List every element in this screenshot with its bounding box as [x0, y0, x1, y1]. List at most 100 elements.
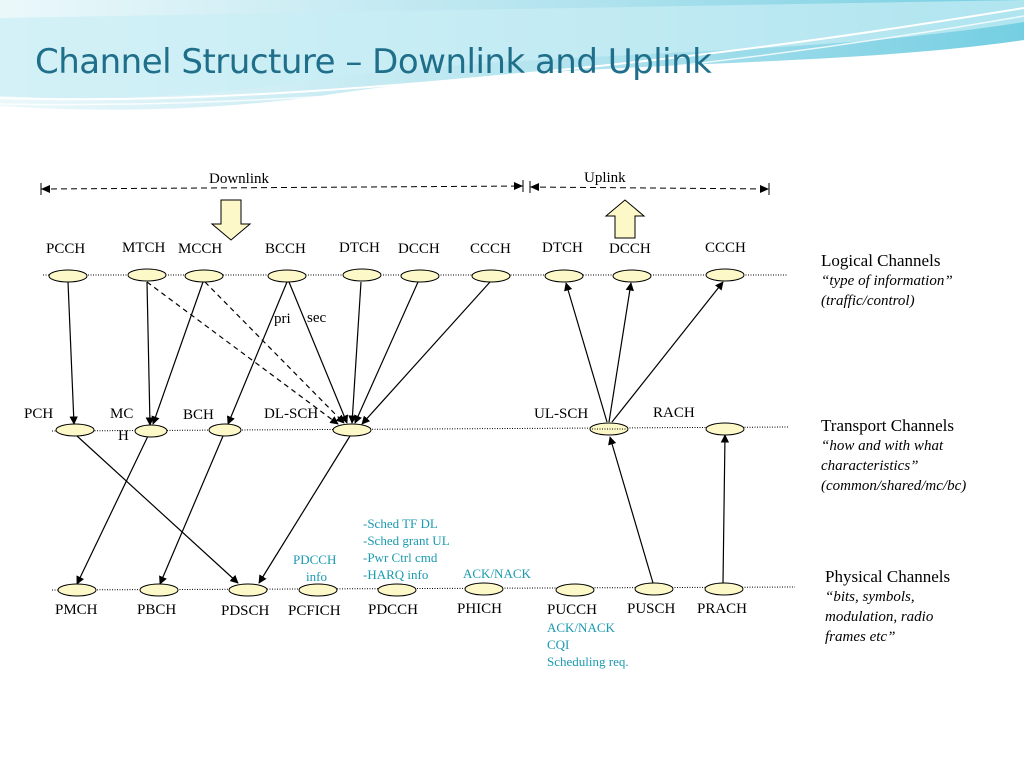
transport-channels-desc-line1: “how and with what: [821, 438, 944, 454]
dlsch-label: DL-SCH: [264, 406, 319, 422]
mch-label-line1: MC: [110, 406, 134, 422]
sched-tf-dl-note: -Sched TF DL: [363, 516, 438, 531]
pdcch-node: [377, 583, 417, 597]
bcch-to-bch-arrow: [227, 281, 288, 425]
pcfich-node: [298, 583, 338, 597]
ulsch-to-dtch-arrow: [564, 282, 608, 423]
pcch-node: [48, 269, 88, 283]
pusch-label: PUSCH: [627, 601, 676, 617]
downlink-label: Downlink: [209, 171, 269, 187]
pusch-node: [634, 582, 674, 596]
dcch-dl-node: [400, 269, 440, 283]
pucch-node: [555, 583, 595, 597]
ulsch-to-ccch-arrow: [611, 281, 724, 423]
transport-channels-description: Transport Channels “how and with what ch…: [821, 415, 966, 496]
bch-node: [208, 423, 242, 437]
mch-to-pmch-arrow: [76, 435, 149, 585]
mch-node: [134, 424, 168, 438]
dcch-dl-label: DCCH: [398, 241, 440, 257]
transport-layer-line: [51, 426, 790, 432]
ulsch-to-dcch-arrow: [608, 282, 634, 423]
dlsch-to-pdsch-arrow: [258, 435, 351, 584]
physical-channels-desc-line3: frames etc”: [825, 629, 896, 645]
physical-channels-desc-line1: “bits, symbols,: [825, 589, 915, 605]
mtch-node: [127, 268, 167, 282]
pdcch-info-label-line1: PDCCH: [293, 552, 337, 567]
pdsch-node: [228, 583, 268, 597]
pcch-to-pch-arrow: [67, 281, 78, 425]
sec-label: sec: [307, 310, 327, 326]
logical-channels-description: Logical Channels “type of information” (…: [821, 250, 953, 311]
mcch-node: [184, 269, 224, 283]
transport-channels-desc-line3: (common/shared/mc/bc): [821, 478, 967, 494]
pbch-label: PBCH: [137, 602, 177, 618]
bcch-label: BCCH: [265, 241, 306, 257]
physical-channels-desc-line2: modulation, radio: [825, 609, 934, 625]
mtch-to-dlsch-dashed-arrow: [146, 281, 339, 425]
dcch-to-dlsch-arrow: [354, 281, 419, 424]
ccch-dl-label: CCCH: [470, 241, 511, 257]
phich-node: [464, 582, 504, 596]
rach-label: RACH: [653, 405, 695, 421]
harq-info-note: -HARQ info: [363, 567, 429, 582]
ccch-to-dlsch-arrow: [361, 281, 491, 425]
dcch-ul-label: DCCH: [609, 241, 651, 257]
sched-grant-ul-note: -Sched grant UL: [363, 533, 450, 548]
mcch-label: MCCH: [178, 241, 223, 257]
pucch-ack-note: ACK/NACK: [547, 620, 615, 635]
pucch-sched-note: Scheduling req.: [547, 654, 629, 669]
bch-to-pbch-arrow: [159, 435, 224, 585]
pri-label: pri: [274, 311, 291, 327]
physical-channels-description: Physical Channels “bits, symbols, modula…: [825, 566, 950, 647]
logical-channels-desc-line2: (traffic/control): [821, 293, 915, 309]
pmch-node: [57, 583, 97, 597]
ccch-ul-node: [705, 268, 745, 282]
ccch-ul-label: CCCH: [705, 240, 746, 256]
logical-channels-desc-line1: “type of information”: [821, 273, 953, 289]
prach-to-rach-arrow: [720, 434, 730, 584]
pusch-to-ulsch-arrow: [608, 436, 654, 584]
phich-label: PHICH: [457, 601, 503, 617]
logical-channels-title: Logical Channels: [821, 251, 941, 270]
pwr-ctrl-note: -Pwr Ctrl cmd: [363, 550, 438, 565]
ulsch-label: UL-SCH: [534, 406, 589, 422]
dtch-ul-label: DTCH: [542, 240, 583, 256]
pdsch-label: PDSCH: [221, 603, 270, 619]
pch-node: [55, 423, 95, 437]
pch-to-pdsch-arrow: [76, 435, 239, 584]
bcch-node: [267, 269, 307, 283]
downlink-direction-arrow: [210, 199, 252, 241]
mch-label-line2: H: [118, 428, 129, 444]
bch-label: BCH: [183, 407, 214, 423]
mcch-to-mch-arrow: [151, 281, 204, 425]
mtch-label: MTCH: [122, 240, 166, 256]
rach-node: [705, 422, 745, 436]
transport-channels-title: Transport Channels: [821, 416, 955, 435]
uplink-label: Uplink: [584, 170, 626, 186]
prach-node: [704, 582, 744, 596]
mtch-to-mch-arrow: [145, 281, 155, 426]
dcch-ul-node: [612, 269, 652, 283]
uplink-bracket: [529, 181, 770, 195]
phich-ack-note: ACK/NACK: [463, 566, 531, 581]
ulsch-node: [589, 422, 629, 436]
uplink-direction-arrow: [604, 199, 646, 239]
pdcch-info-label-line2: info: [306, 569, 327, 584]
ccch-dl-node: [471, 269, 511, 283]
physical-channels-title: Physical Channels: [825, 567, 951, 586]
pdcch-label: PDCCH: [368, 602, 419, 618]
dtch-ul-node: [544, 269, 584, 283]
downlink-bracket: [40, 180, 524, 195]
dtch-dl-label: DTCH: [339, 240, 380, 256]
prach-label: PRACH: [697, 601, 748, 617]
slide-title: Channel Structure – Downlink and Uplink: [35, 42, 712, 82]
bcch-to-dlsch-arrow: [288, 281, 349, 424]
mcch-to-dlsch-dashed-arrow: [204, 281, 345, 424]
pucch-cqi-note: CQI: [547, 637, 570, 652]
pch-label: PCH: [24, 406, 54, 422]
pcch-label: PCCH: [46, 241, 86, 257]
dtch-dl-node: [342, 268, 382, 282]
dtch-to-dlsch-arrow: [348, 281, 362, 424]
